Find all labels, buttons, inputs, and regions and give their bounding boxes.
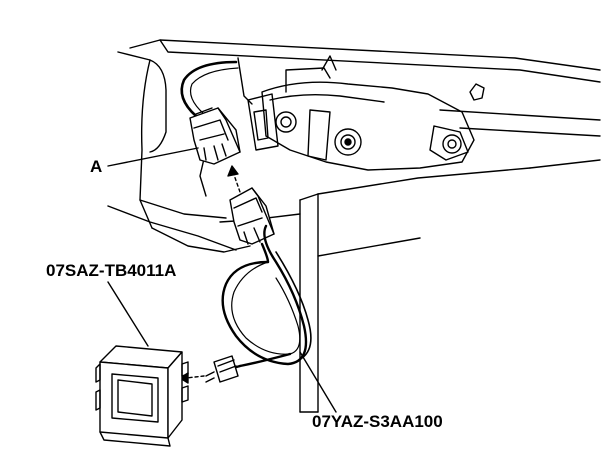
tool-box-leader [107,281,149,347]
tool-box-part-number: 07SAZ-TB4011A [46,261,177,280]
cable-part-number: 07YAZ-S3AA100 [312,412,443,431]
connector-a [189,107,241,165]
connector-a-label: A [90,157,103,176]
connect-arrow [227,165,241,193]
cable-leader [299,351,337,413]
cable-end-connector [205,355,239,383]
tool-box [95,345,189,447]
cable-plug [229,187,275,245]
cable-coil [221,224,312,372]
label-a-leader [107,147,199,167]
vehicle-harness [180,60,239,118]
mounting-bracket [247,55,485,171]
vehicle-panel [107,39,601,413]
plug-in-arrow [179,372,205,384]
